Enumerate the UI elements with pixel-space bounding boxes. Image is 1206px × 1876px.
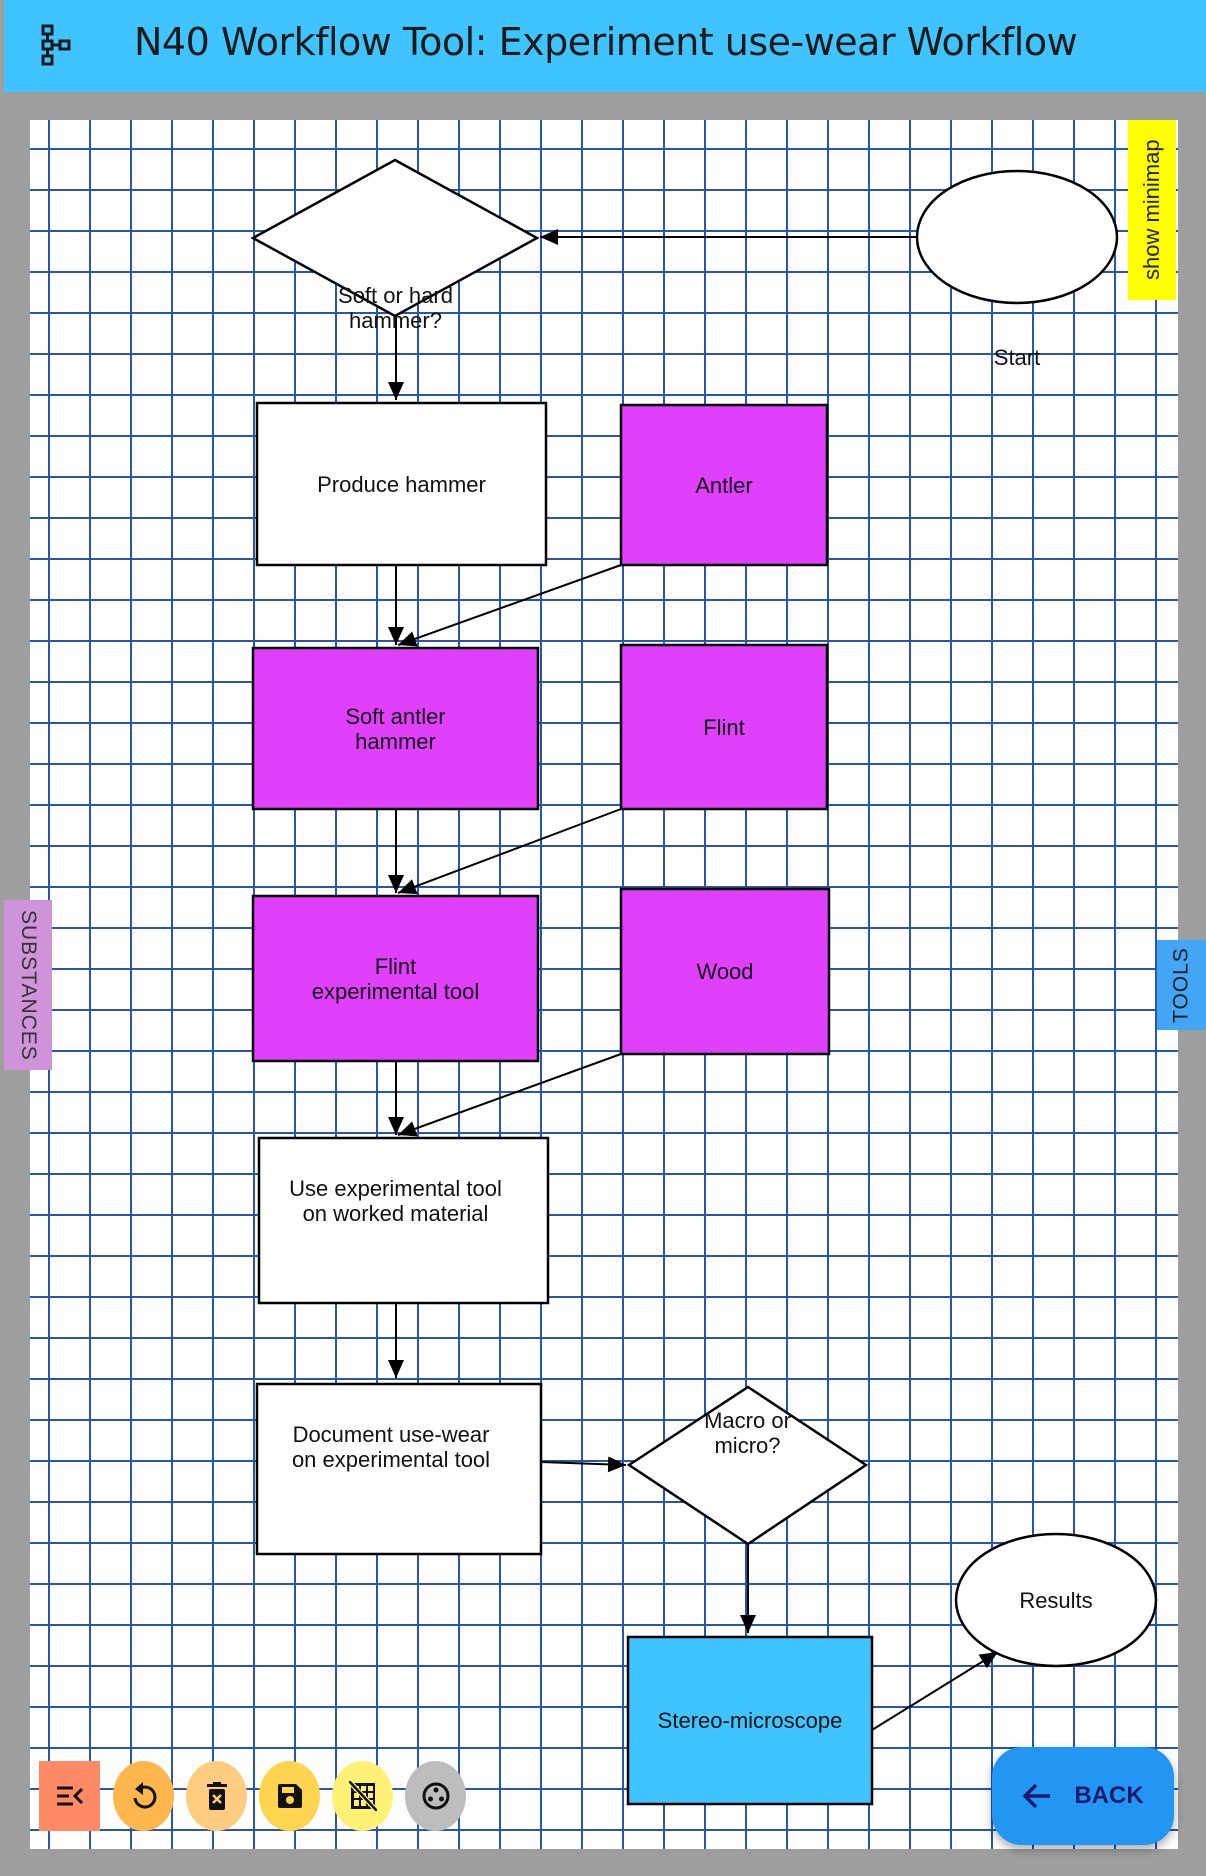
arrow-left-icon: [1022, 1783, 1051, 1809]
workflow-tree-icon: [41, 24, 71, 66]
macro-micro-decision[interactable]: [626, 1385, 869, 1546]
produce-hammer-node[interactable]: [255, 401, 548, 567]
show-minimap-button[interactable]: show minimap: [1128, 120, 1176, 300]
wood-node[interactable]: [619, 887, 831, 1056]
flint-label: Flint: [703, 714, 745, 740]
save-icon: [277, 1784, 302, 1808]
antler-node[interactable]: [619, 403, 829, 567]
toggle-grid-button[interactable]: [332, 1761, 393, 1831]
collapse-menu-button[interactable]: [39, 1761, 100, 1831]
soft-antler-hammer-label: Soft antler hammer: [345, 703, 446, 754]
soft-or-hard-decision[interactable]: [250, 158, 540, 318]
grid-off-icon: [348, 1781, 377, 1811]
flint-tool-node[interactable]: [251, 894, 540, 1063]
macro-micro-label: Macro or micro?: [704, 1407, 791, 1458]
use-tool-label: Use experimental tool on worked material: [289, 1175, 502, 1226]
app-header: N40 Workflow Tool: Experiment use-wear W…: [4, 0, 1206, 92]
flint-node[interactable]: [619, 643, 829, 811]
tools-drawer-tab[interactable]: TOOLS: [1157, 940, 1206, 1030]
page-title: N40 Workflow Tool: Experiment use-wear W…: [134, 20, 1078, 64]
produce-hammer-label: Produce hammer: [317, 471, 486, 497]
soft-antler-hammer-node[interactable]: [251, 646, 540, 811]
stereo-microscope-node[interactable]: [626, 1635, 874, 1806]
results-label: Results: [1019, 1587, 1093, 1613]
connectors: [388, 229, 999, 1731]
collapse-menu-icon: [56, 1786, 83, 1806]
save-button[interactable]: [259, 1761, 320, 1831]
use-tool-node[interactable]: [257, 1136, 550, 1305]
results-node[interactable]: [954, 1532, 1158, 1668]
flint-tool-label: Flint experimental tool: [311, 953, 480, 1004]
delete-button[interactable]: [186, 1761, 247, 1831]
delete-icon: [206, 1782, 227, 1810]
start-label: Start: [993, 344, 1041, 370]
undo-button[interactable]: [113, 1761, 174, 1831]
back-button[interactable]: BACK: [992, 1747, 1174, 1845]
substances-drawer-tab[interactable]: SUBSTANCES: [4, 900, 52, 1070]
back-label: BACK: [1074, 1782, 1144, 1809]
document-label: Document use-wear on experimental tool: [291, 1421, 491, 1472]
soft-or-hard-label: Soft or hard hammer?: [338, 283, 453, 333]
antler-label: Antler: [695, 472, 753, 498]
start-node[interactable]: [915, 169, 1119, 305]
palette-icon: [422, 1782, 449, 1810]
wood-label: Wood: [696, 959, 754, 984]
workflow-canvas[interactable]: Start Soft or hard hammer? Produce hamme…: [30, 120, 1178, 1849]
document-node[interactable]: [255, 1382, 543, 1556]
palette-button[interactable]: [405, 1761, 466, 1831]
undo-icon: [133, 1782, 156, 1809]
stereo-microscope-label: Stereo-microscope: [657, 1708, 843, 1733]
